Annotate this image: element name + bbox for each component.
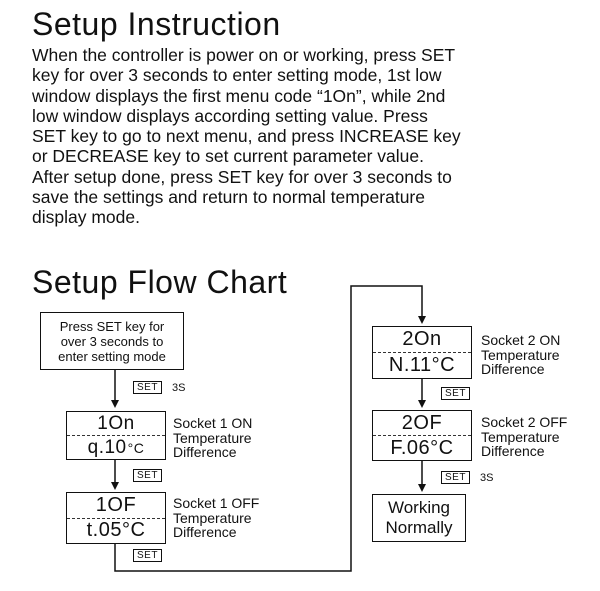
desc-line: Difference — [481, 443, 545, 459]
start-line: Press SET key for — [59, 318, 165, 334]
desc-line: Difference — [173, 524, 237, 540]
lcd-value-number: t.05 — [86, 519, 122, 542]
desc-line: Temperature — [481, 428, 560, 445]
desc-line: Temperature — [481, 346, 560, 363]
lcd-code: 2On — [373, 327, 471, 353]
desc-line: Temperature — [173, 429, 252, 446]
instruction-line: or DECREASE key to set current parameter… — [32, 146, 424, 167]
lcd-value-unit: °C — [431, 354, 456, 376]
desc-line: Socket 1 OFF — [173, 495, 260, 511]
instruction-line: window displays the first menu code “1On… — [32, 85, 446, 106]
end-line: Normally — [385, 518, 453, 537]
start-line: over 3 seconds to — [60, 333, 164, 349]
lcd-value-number: q.10 — [87, 436, 127, 458]
step-description: Socket 2 ON Temperature Difference — [481, 333, 560, 377]
lcd-value: F.06°C — [373, 436, 471, 460]
lcd-code: 1OF — [67, 493, 165, 519]
lcd-1of: 1OF t.05°C — [66, 492, 166, 544]
instruction-line: key for over 3 seconds to enter setting … — [32, 65, 442, 86]
lcd-2of: 2OF F.06°C — [372, 410, 472, 461]
instruction-line: low window displays according setting va… — [32, 105, 428, 126]
desc-line: Difference — [481, 361, 545, 377]
lcd-code: 2OF — [373, 411, 471, 436]
lcd-value: t.05°C — [67, 519, 165, 544]
instruction-line: save the settings and return to normal t… — [32, 187, 425, 208]
setup-flow-chart-title: Setup Flow Chart — [32, 264, 288, 300]
set-key-tag: SET — [441, 387, 470, 400]
setup-instruction-title: Setup Instruction — [32, 6, 281, 42]
lcd-2on: 2On N.11°C — [372, 326, 472, 379]
lcd-1on: 1On q.10°C — [66, 411, 166, 460]
set-key-tag: SET — [133, 381, 162, 394]
instruction-line: display mode. — [32, 207, 140, 228]
lcd-value-unit: °C — [127, 439, 145, 456]
desc-line: Socket 1 ON — [173, 415, 253, 431]
instruction-line: When the controller is power on or worki… — [32, 45, 456, 65]
desc-line: Temperature — [173, 509, 252, 526]
desc-line: Socket 2 ON — [481, 332, 561, 348]
desc-line: Socket 2 OFF — [481, 414, 568, 430]
desc-line: Difference — [173, 444, 237, 460]
lcd-value-unit: °C — [121, 519, 146, 542]
working-normally-box: Working Normally — [372, 494, 466, 542]
set-key-tag: SET — [133, 549, 162, 562]
connector-1of-to-2on — [114, 285, 426, 572]
step-description: Socket 2 OFF Temperature Difference — [481, 415, 567, 459]
set-key-tag: SET — [133, 469, 162, 482]
setup-instruction-text: When the controller is power on or worki… — [32, 45, 592, 228]
hold-3s-note: 3S — [480, 472, 494, 484]
step-description: Socket 1 ON Temperature Difference — [173, 416, 252, 460]
instruction-line: SET key to go to next menu, and press IN… — [32, 126, 461, 147]
lcd-code: 1On — [67, 412, 165, 436]
step-description: Socket 1 OFF Temperature Difference — [173, 496, 259, 540]
start-line: enter setting mode — [58, 348, 166, 364]
lcd-value: N.11°C — [373, 353, 471, 378]
hold-3s-note: 3S — [172, 382, 186, 394]
lcd-value: q.10°C — [67, 436, 165, 459]
lcd-value-number: F.06 — [390, 436, 431, 459]
set-key-tag: SET — [441, 471, 470, 484]
lcd-value-number: N.11 — [388, 354, 432, 376]
lcd-value-unit: °C — [430, 436, 454, 459]
start-box: Press SET key for over 3 seconds to ente… — [40, 312, 184, 370]
instruction-line: After setup done, press SET key for over… — [32, 166, 452, 187]
end-line: Working — [387, 498, 451, 517]
